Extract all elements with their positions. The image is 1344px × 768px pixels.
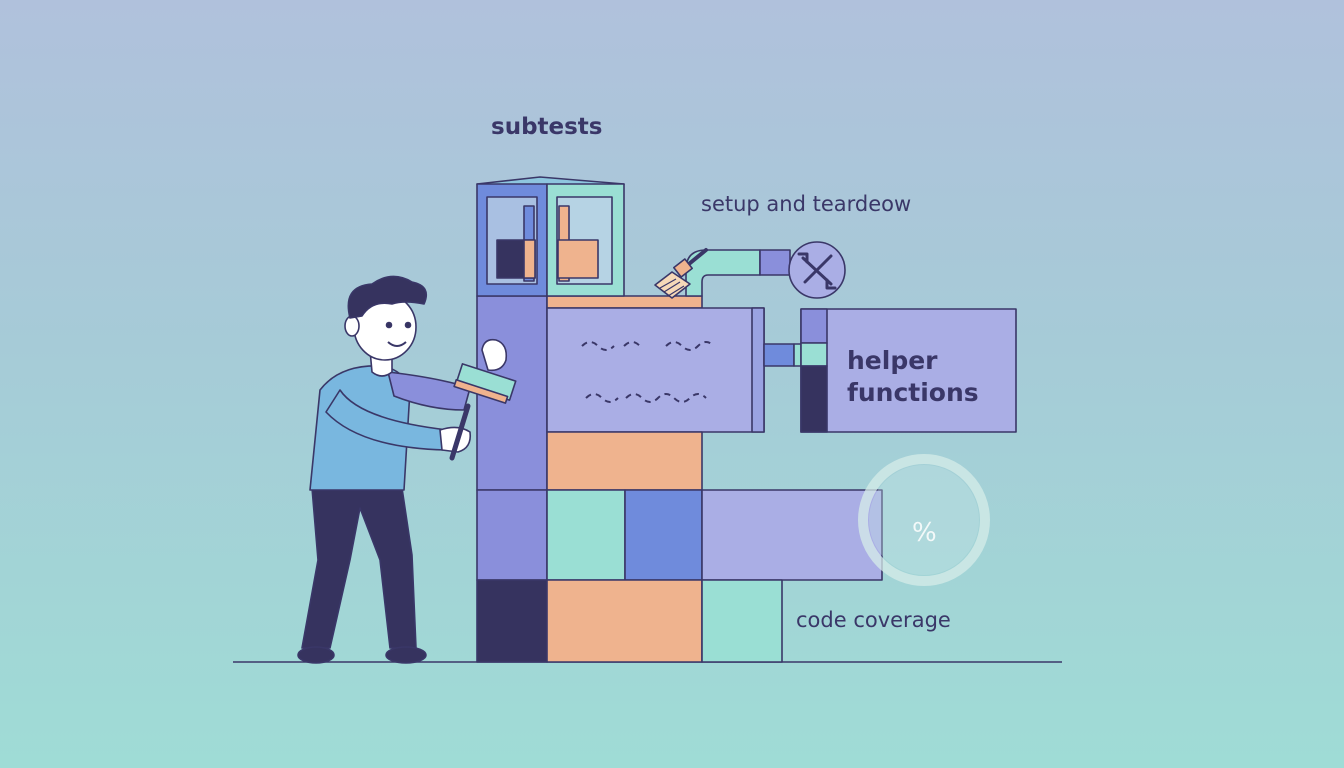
label-code-coverage: code coverage bbox=[796, 608, 951, 632]
pipe-joint bbox=[759, 249, 791, 276]
block-orange-strip bbox=[546, 295, 703, 309]
block-blue bbox=[624, 489, 703, 581]
person-hair bbox=[347, 275, 428, 319]
progress-ring-icon bbox=[858, 454, 990, 586]
scraper-tool-icon bbox=[449, 363, 517, 461]
person-legs bbox=[301, 487, 417, 649]
wave-marks-top bbox=[581, 341, 715, 351]
progress-ring-fill bbox=[869, 465, 979, 575]
helper-box-strip-top bbox=[800, 308, 828, 344]
block-orange-mid bbox=[546, 431, 703, 491]
block-navy bbox=[476, 579, 548, 663]
label-setup-teardown: setup and teardeow bbox=[701, 192, 912, 216]
person-smile bbox=[387, 341, 407, 347]
cube-inner-block-side bbox=[523, 239, 536, 279]
person-eye-right bbox=[404, 321, 412, 329]
label-helper-line1: helper bbox=[847, 346, 938, 375]
person-eye-left bbox=[385, 321, 393, 329]
wave-marks-bottom bbox=[585, 393, 707, 403]
connector-blue bbox=[763, 343, 795, 367]
person-shoe-right bbox=[385, 646, 427, 664]
block-lavender-wide bbox=[701, 489, 883, 581]
paintbrush-icon bbox=[654, 248, 708, 299]
block-orange-bottom bbox=[546, 579, 703, 663]
person-arm-raised bbox=[387, 371, 471, 411]
person-hand-raised bbox=[481, 338, 508, 372]
block-mint bbox=[546, 489, 626, 581]
label-helper-line2: functions bbox=[847, 378, 979, 407]
label-helper-functions: helper functions bbox=[847, 345, 979, 409]
cube-inner-block-orange bbox=[557, 239, 599, 279]
block-mint-bottom bbox=[701, 579, 783, 663]
helper-box-strip-bottom bbox=[800, 365, 828, 433]
wave-panel-side bbox=[751, 307, 765, 433]
helper-box-strip-mid bbox=[800, 342, 828, 367]
block-wave-panel bbox=[546, 307, 765, 433]
label-subtests: subtests bbox=[491, 114, 603, 140]
coverage-percent-symbol: % bbox=[912, 518, 937, 548]
wrench-screwdriver-glyph bbox=[797, 252, 837, 290]
person-shoe-left bbox=[297, 646, 335, 664]
helper-box bbox=[800, 308, 1017, 433]
person-figure bbox=[297, 275, 508, 664]
person-ear bbox=[344, 315, 360, 337]
block-purple-mid bbox=[476, 489, 548, 581]
